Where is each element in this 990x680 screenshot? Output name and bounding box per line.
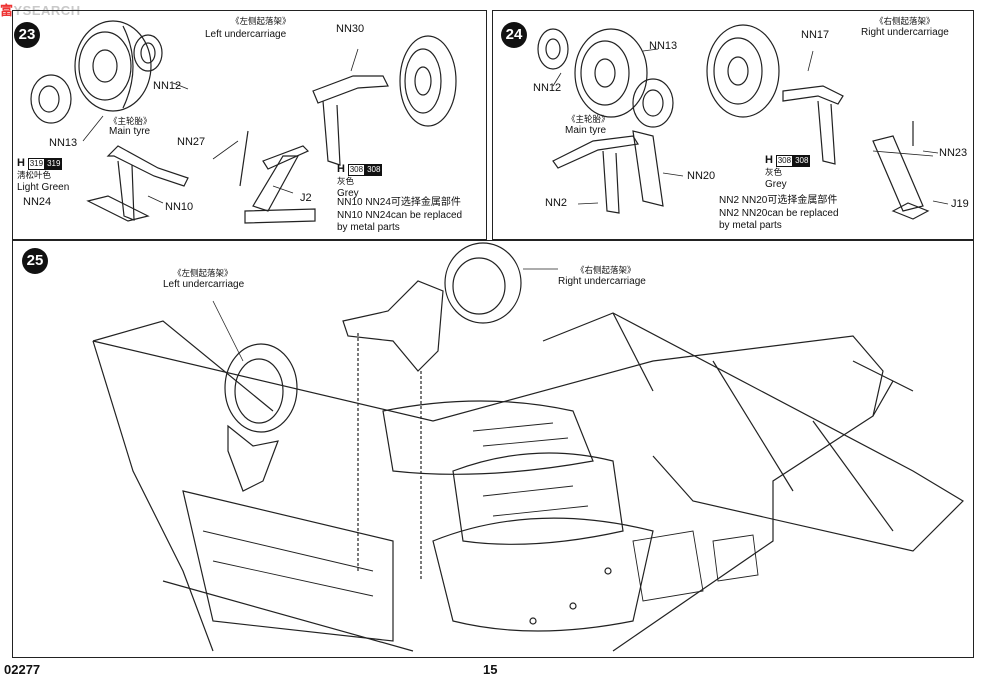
paint1-name: Light Green	[17, 181, 70, 193]
step25-right-cn: 《右侧起落架》	[576, 265, 636, 275]
step24-note-2: by metal parts	[719, 220, 782, 231]
step24-title: Right undercarriage	[861, 27, 949, 38]
part-label-nn27: NN27	[177, 136, 206, 148]
part-label-j2: J2	[300, 192, 312, 204]
right-undercarriage-parts-drawing	[537, 24, 949, 220]
step23-metal-note: NN10 NN24可选择金属部件 NN10 NN24can be replace…	[337, 197, 462, 235]
part-label-nn13: NN13	[49, 137, 78, 149]
step24-metal-note: NN2 NN20可选择金属部件 NN2 NN20can be replaced …	[719, 195, 839, 233]
step23-note-2: by metal parts	[337, 222, 400, 233]
step-24-panel: 《右侧起落架》 Right undercarriage 《主轮胎》 Main t…	[492, 10, 974, 240]
page-number: 15	[483, 662, 498, 677]
step-24-badge: 24	[501, 22, 527, 48]
paint2-cn: 灰色	[337, 176, 355, 186]
watermark-brand: 富	[0, 3, 14, 18]
part-label-nn24: NN24	[23, 196, 52, 208]
step-23-badge: 23	[14, 22, 40, 48]
step-23-panel: 《左侧起落架》 Left undercarriage 《主轮胎》 Main ty…	[12, 10, 487, 240]
aircraft-underside-drawing	[92, 242, 964, 652]
step25-right-title: Right undercarriage	[558, 276, 646, 287]
step23-note-1: NN10 NN24can be replaced	[337, 209, 463, 221]
paint-right-code1: 308	[775, 155, 794, 167]
part-label-nn17: NN17	[801, 29, 830, 41]
paint-right-h: H	[765, 154, 773, 166]
step23-cn-main-tyre: 《主轮胎》	[109, 116, 152, 126]
step24-note-cn: NN2 NN20可选择金属部件	[719, 195, 838, 206]
paint-right-code2: 308	[793, 155, 811, 167]
step-25-panel: 《左侧起落架》 Left undercarriage 《右侧起落架》 Right…	[12, 240, 974, 658]
paint-right-cn: 灰色	[765, 167, 783, 177]
paint1-code2: 319	[45, 158, 63, 170]
paint1-cn: 淸松叶色	[17, 170, 52, 180]
part-label-nn20: NN20	[687, 170, 716, 182]
step24-note-1: NN2 NN20can be replaced	[719, 207, 839, 219]
step23-main-tyre: Main tyre	[109, 126, 151, 137]
step25-left-title: Left undercarriage	[163, 279, 245, 290]
paint2-h: H	[337, 163, 345, 175]
part-label-nn30: NN30	[336, 23, 365, 35]
paint1-code1: 319	[27, 158, 46, 170]
left-undercarriage-parts-drawing	[30, 20, 457, 224]
step23-note-cn: NN10 NN24可选择金属部件	[337, 197, 461, 208]
part-label-nn13-right: NN13	[649, 40, 678, 52]
step23-cn-title: 《左侧起落架》	[231, 16, 291, 26]
part-label-nn12-right: NN12	[533, 82, 562, 94]
paint2-code1: 308	[347, 164, 366, 176]
kit-code: 02277	[4, 662, 41, 677]
step24-cn-title: 《右侧起落架》	[875, 16, 935, 26]
part-label-nn12: NN12	[153, 80, 182, 92]
step25-left-cn: 《左侧起落架》	[173, 268, 233, 278]
step23-title: Left undercarriage	[205, 29, 287, 40]
paint-right-name: Grey	[765, 178, 787, 190]
paint2-code2: 308	[365, 164, 383, 176]
step24-cn-main-tyre: 《主轮胎》	[567, 114, 610, 124]
paint1-h: H	[17, 157, 25, 169]
step24-main-tyre: Main tyre	[565, 125, 607, 136]
part-label-nn23: NN23	[939, 147, 968, 159]
part-label-nn10: NN10	[165, 201, 194, 213]
part-label-nn2: NN2	[545, 197, 568, 209]
part-label-j19: J19	[951, 198, 969, 210]
paint2-name: Grey	[337, 187, 359, 199]
step-25-badge: 25	[22, 248, 48, 274]
